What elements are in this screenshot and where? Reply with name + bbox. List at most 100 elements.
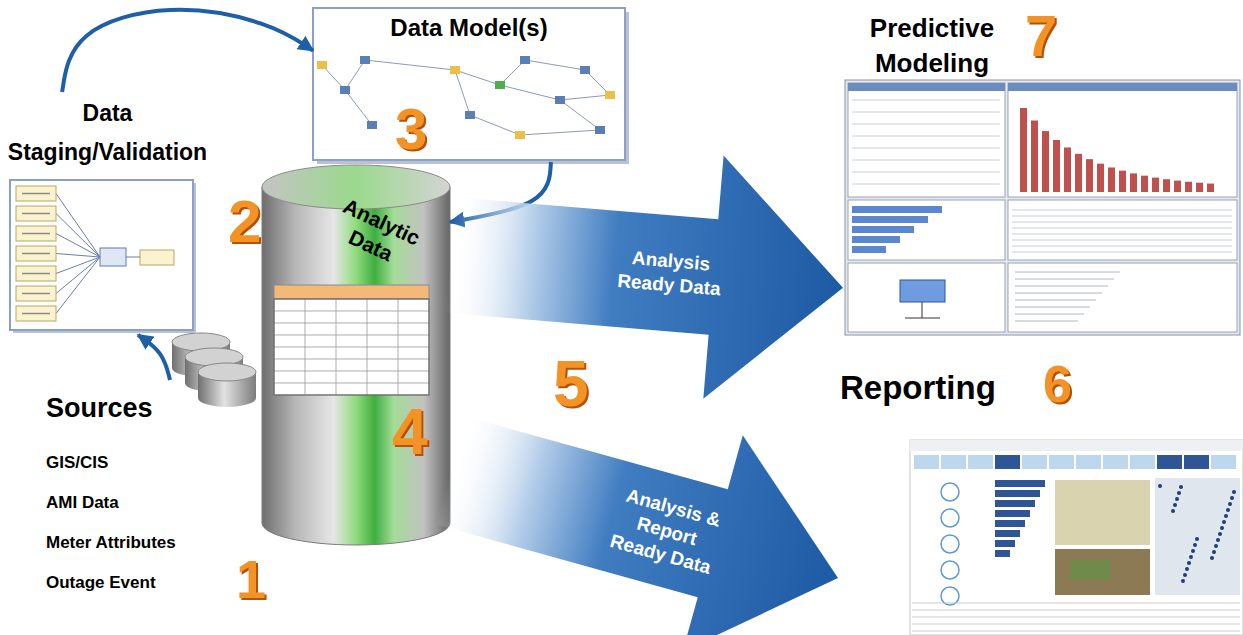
table-icon: [16, 306, 56, 321]
source-databases: [198, 389, 256, 407]
chart-bar: [1108, 167, 1115, 192]
callout-number: 6: [1043, 358, 1072, 410]
reporting-box: Reporting 6: [838, 360, 1243, 635]
map-dot: [1232, 490, 1236, 494]
predictive-screenshot: [848, 83, 1005, 91]
tab: [1130, 455, 1155, 469]
kpi-circle: [941, 483, 959, 501]
heading: Data Staging/Validation: [5, 94, 210, 172]
kpi-circle: [941, 509, 959, 527]
tab: [1022, 455, 1047, 469]
chart-bar: [995, 500, 1035, 507]
map-dot: [1195, 537, 1199, 541]
arrow-label: Analysis & Report Ready Data: [600, 480, 735, 581]
flow-line: [345, 90, 372, 125]
staging-screenshot: [100, 248, 126, 266]
chart-bar: [852, 236, 900, 243]
table-row: [852, 184, 1000, 185]
kpi-circle: [941, 587, 959, 605]
flow-step: [555, 96, 565, 104]
flow-step: [515, 131, 525, 139]
flow-arrow: [138, 335, 170, 380]
map-dot: [1218, 532, 1222, 536]
table-row: [1012, 234, 1232, 235]
table-row: [912, 624, 1240, 625]
tab: [1211, 455, 1236, 469]
map-dot: [1179, 485, 1183, 489]
table-icon: [16, 266, 56, 281]
chart-bar: [852, 216, 928, 223]
predictive-screenshot: [848, 263, 1005, 332]
chart-bar: [995, 520, 1025, 527]
predictive-box: Predictive Modeling7: [843, 5, 1241, 337]
staging-screenshot: [10, 180, 193, 330]
wire: [56, 257, 100, 294]
map-dot: [1189, 555, 1193, 559]
chart-bar: [1086, 159, 1093, 192]
predictive-screenshot: [848, 83, 1005, 197]
report-screenshot: [1055, 549, 1150, 595]
chart-bar: [1141, 176, 1148, 192]
table-row: [1012, 252, 1232, 253]
flow-step: [605, 91, 615, 99]
table-row: [852, 136, 1000, 137]
chart-bar: [1064, 147, 1071, 192]
chart-bar: [995, 490, 1040, 497]
wire: [56, 257, 100, 314]
chart-bar: [1020, 108, 1027, 192]
predictive-screenshot: [1008, 83, 1237, 197]
flow-step: [360, 56, 370, 64]
map-dot: [1187, 561, 1191, 565]
chart-bar: [1031, 121, 1038, 192]
database-label: Analytic Data: [320, 189, 433, 279]
staging-screenshot: [126, 257, 140, 258]
kpi-circle: [941, 561, 959, 579]
staging-box: Data Staging/Validation2: [5, 92, 267, 335]
report-screenshot: [1155, 478, 1240, 595]
text-stub: [22, 193, 50, 195]
map-dot: [1212, 550, 1216, 554]
chart-bar: [1042, 131, 1049, 192]
flow-step: [450, 66, 460, 74]
report-screenshot: [910, 440, 1243, 635]
text-stub: [1015, 272, 1120, 273]
text-stub: [1015, 314, 1084, 315]
flow-line: [345, 60, 365, 90]
map-dot: [1191, 549, 1195, 553]
map-dot: [1173, 503, 1177, 507]
analytic-database: [274, 285, 429, 299]
map-dot: [1230, 496, 1234, 500]
report-screenshot: [1070, 560, 1110, 580]
kpi-circle: [941, 535, 959, 553]
chart-bar: [1207, 184, 1214, 192]
map-dot: [1171, 509, 1175, 513]
text-stub: [22, 213, 50, 215]
wire: [56, 194, 100, 258]
flow-line: [455, 70, 500, 85]
predictive-screenshot: [900, 280, 945, 302]
flow-step: [520, 56, 530, 64]
table-row: [912, 631, 1240, 632]
map-dot: [1220, 526, 1224, 530]
callout-number: 5: [553, 352, 589, 416]
table-row: [1012, 228, 1232, 229]
table-row: [912, 610, 1240, 611]
flow-line: [365, 60, 455, 70]
heading: Reporting: [840, 368, 996, 408]
table-row: [852, 148, 1000, 149]
chart-bar: [852, 246, 886, 253]
predictive-screenshot: [905, 318, 940, 319]
tab: [995, 455, 1020, 469]
tab: [1049, 455, 1074, 469]
map-dot: [1224, 514, 1228, 518]
block-arrow: [435, 416, 838, 635]
chart-bar: [1075, 154, 1082, 192]
table-row: [1012, 240, 1232, 241]
heading: Predictive Modeling: [843, 11, 1021, 81]
table-icon: [16, 226, 56, 241]
text-stub: [1015, 300, 1096, 301]
table-row: [1012, 246, 1232, 247]
source-databases: [172, 333, 256, 407]
table-row: [1012, 222, 1232, 223]
chart-bar: [1174, 181, 1181, 192]
